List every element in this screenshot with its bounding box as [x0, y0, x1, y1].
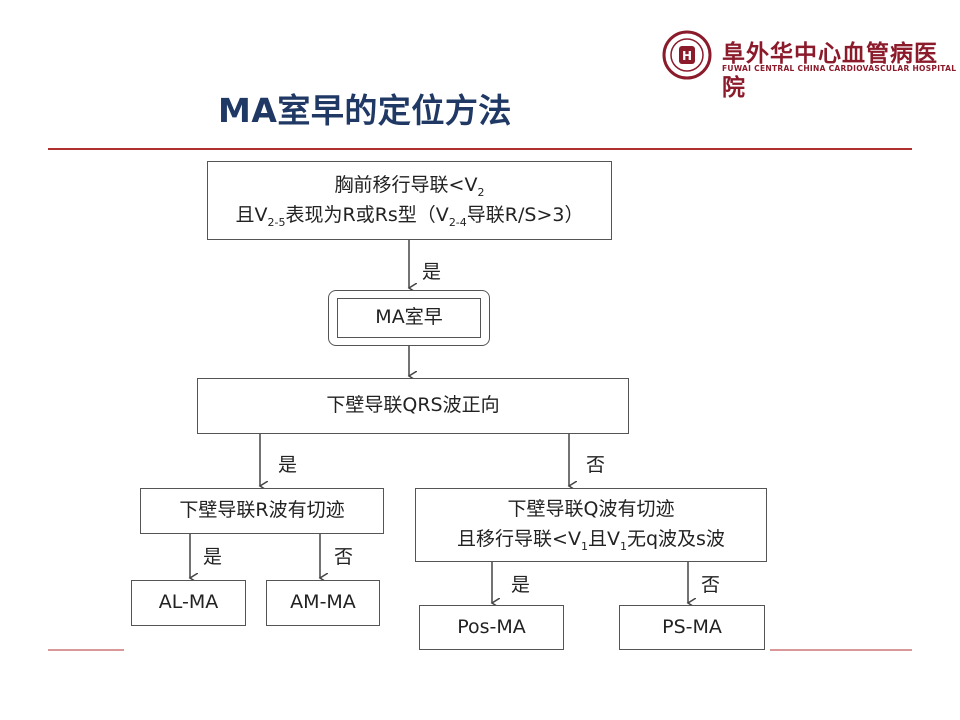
yes-label-left: 是: [278, 454, 298, 476]
no-label-right: 否: [586, 454, 606, 476]
criteria-line-2-sub1: 2-5: [267, 215, 286, 229]
page-title: MA室早的定位方法: [218, 91, 512, 130]
leaf-pos-ma-label: Pos-MA: [457, 615, 526, 638]
leaf-am-ma: AM-MA: [266, 580, 380, 626]
logo-name-en: FUWAI CENTRAL CHINA CARDIOVASCULAR HOSPI…: [722, 64, 957, 73]
criteria-line-2-sub2: 2-4: [448, 215, 467, 229]
yes-label-1: 是: [422, 261, 442, 283]
q-wave-notch-box: 下壁导联Q波有切迹 且移行导联<V1且V1无q波及s波: [415, 488, 767, 562]
leaf-ps-ma-label: PS-MA: [662, 615, 722, 638]
q-wave-line-2-b: 且V: [587, 527, 620, 550]
criteria-line-2-a: 且V: [235, 203, 268, 226]
leaf-ps-ma: PS-MA: [619, 605, 765, 650]
criteria-line-1-sub: 2: [477, 185, 485, 199]
ma-pvc-label: MA室早: [375, 306, 443, 329]
criteria-box-precordial: 胸前移行导联<V2 且V2-5表现为R或Rs型（V2-4导联R/S>3）: [207, 161, 612, 240]
r-wave-notch-label: 下壁导联R波有切迹: [179, 499, 345, 522]
inferior-qrs-box: 下壁导联QRS波正向: [197, 378, 629, 434]
criteria-line-1-text: 胸前移行导联<V: [334, 173, 478, 196]
criteria-line-2: 且V2-5表现为R或Rs型（V2-4导联R/S>3）: [236, 201, 584, 231]
inferior-qrs-label: 下壁导联QRS波正向: [326, 394, 500, 417]
yes-label-l2: 是: [203, 546, 223, 568]
ma-pvc-box: MA室早: [337, 298, 481, 338]
leaf-al-ma: AL-MA: [131, 580, 246, 626]
leaf-al-ma-label: AL-MA: [158, 591, 219, 614]
q-wave-line-2: 且移行导联<V1且V1无q波及s波: [457, 525, 725, 555]
hospital-logo: H: [662, 30, 712, 80]
criteria-line-1: 胸前移行导联<V2: [335, 171, 485, 201]
leaf-pos-ma: Pos-MA: [419, 605, 564, 650]
yes-label-r2: 是: [511, 574, 531, 596]
criteria-line-2-b: 表现为R或Rs型（V: [285, 203, 449, 226]
no-label-l2: 否: [334, 546, 354, 568]
criteria-line-2-c: 导联R/S>3）: [466, 203, 584, 226]
hospital-seal-icon: H: [662, 30, 712, 80]
logo-name-cn: 阜外华中心血管病医院: [722, 40, 938, 101]
leaf-am-ma-label: AM-MA: [290, 591, 356, 614]
svg-text:H: H: [682, 49, 692, 63]
q-wave-line-2-c: 无q波及s波: [626, 527, 725, 550]
title-divider: [48, 148, 912, 150]
q-wave-line-1: 下壁导联Q波有切迹: [507, 498, 675, 521]
q-wave-line-2-sub1: 1: [580, 539, 588, 553]
q-wave-line-2-a: 且移行导联<V: [457, 527, 581, 550]
r-wave-notch-box: 下壁导联R波有切迹: [140, 488, 384, 534]
q-wave-line-2-sub2: 1: [619, 539, 627, 553]
no-label-r2: 否: [701, 574, 721, 596]
